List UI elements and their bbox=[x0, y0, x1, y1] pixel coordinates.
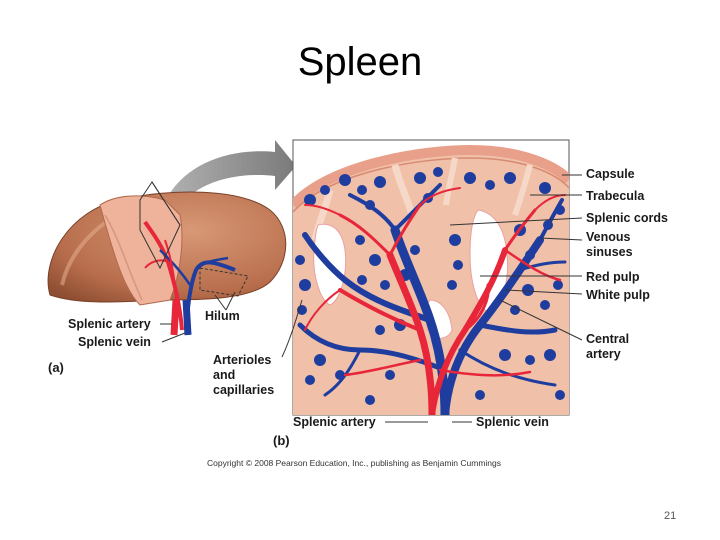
label-venous-sinuses-1: Venous bbox=[586, 230, 631, 244]
label-a-splenic-artery: Splenic artery bbox=[68, 317, 151, 331]
label-hilum: Hilum bbox=[205, 309, 240, 323]
panel-b-section bbox=[292, 139, 570, 416]
label-arterioles-1: Arterioles bbox=[213, 353, 271, 367]
label-capsule: Capsule bbox=[586, 167, 635, 181]
cut-section bbox=[99, 195, 183, 306]
capsule-layer bbox=[293, 144, 569, 209]
magnify-arrow bbox=[168, 140, 296, 200]
page-number: 21 bbox=[664, 510, 676, 522]
venous-sinuses bbox=[295, 167, 565, 405]
label-arterioles-3: capillaries bbox=[213, 383, 274, 397]
panel-b-tag: (b) bbox=[273, 433, 290, 448]
label-b-splenic-artery: Splenic artery bbox=[293, 415, 376, 429]
label-venous-sinuses-2: sinuses bbox=[586, 245, 633, 259]
label-central-artery-2: artery bbox=[586, 347, 621, 361]
label-b-splenic-vein: Splenic vein bbox=[476, 415, 549, 429]
copyright-text: Copyright © 2008 Pearson Education, Inc.… bbox=[207, 458, 501, 468]
label-splenic-cords: Splenic cords bbox=[586, 211, 668, 225]
label-a-splenic-vein: Splenic vein bbox=[78, 335, 151, 349]
label-red-pulp: Red pulp bbox=[586, 270, 640, 284]
panel-a-tag: (a) bbox=[48, 360, 64, 375]
panel-a-labels: Hilum Splenic artery Splenic vein (a) bbox=[48, 291, 240, 375]
label-arterioles-2: and bbox=[213, 368, 235, 382]
label-trabecula: Trabecula bbox=[586, 189, 645, 203]
label-white-pulp: White pulp bbox=[586, 288, 650, 302]
slide-title: Spleen bbox=[297, 40, 423, 84]
venous-network bbox=[297, 183, 567, 415]
label-central-artery-1: Central bbox=[586, 332, 629, 346]
panel-b-labels: Capsule Trabecula Splenic cords Venous s… bbox=[213, 167, 668, 448]
panel-a-spleen bbox=[47, 140, 296, 336]
